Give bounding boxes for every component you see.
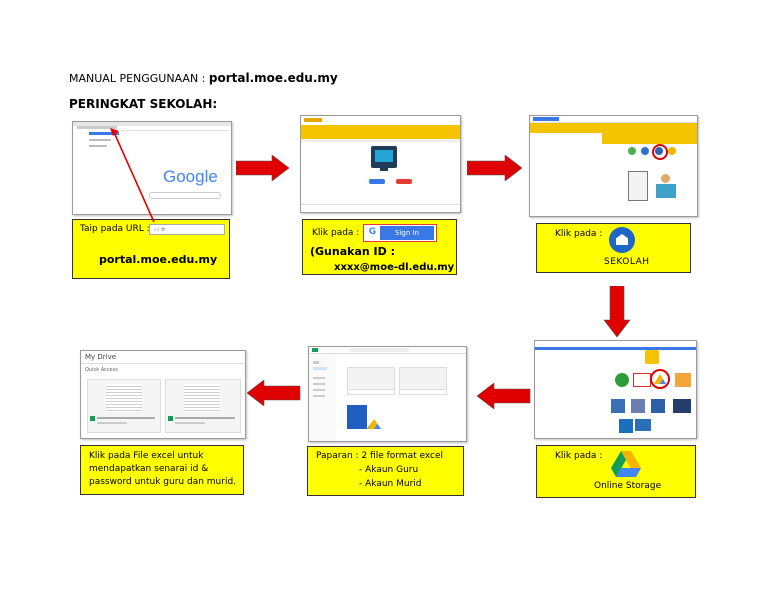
step3-caption-box: Klik pada : SEKOLAH bbox=[536, 223, 691, 273]
step6-caption-line3: password untuk guru dan murid. bbox=[89, 477, 237, 487]
drive-icon-small bbox=[654, 374, 666, 384]
arrow-left-icon bbox=[477, 383, 531, 409]
step2-caption-line2: (Gunakan ID : bbox=[310, 245, 395, 258]
step5-caption-line2: - Akaun Guru bbox=[359, 465, 419, 475]
step2-caption-line3: xxxx@moe-dl.edu.my bbox=[334, 262, 455, 273]
step5-caption-line1: Paparan : 2 file format excel bbox=[316, 451, 444, 461]
step4-caption-label: Klik pada : bbox=[555, 451, 603, 461]
google-g-icon: G bbox=[368, 227, 377, 237]
app-icon-green bbox=[615, 373, 629, 387]
step3-caption-label: Klik pada : bbox=[555, 229, 603, 239]
teacher-card-icon bbox=[628, 171, 648, 201]
nav-arrows-icon: ‹ › ⟳ bbox=[154, 227, 166, 233]
excel-file-card[interactable] bbox=[87, 379, 161, 433]
step3-menu-screenshot bbox=[529, 115, 698, 217]
student-icon bbox=[656, 174, 676, 198]
pointer-line bbox=[110, 128, 155, 223]
google-logo: Google bbox=[163, 167, 218, 186]
step1-caption-url: portal.moe.edu.my bbox=[99, 253, 218, 266]
step1-caption-box: Taip pada URL : ‹ › ⟳ portal.moe.edu.my bbox=[72, 219, 230, 279]
step2-caption-label: Klik pada : bbox=[312, 228, 360, 238]
step2-signin-screenshot bbox=[300, 115, 461, 213]
school-badge-icon bbox=[645, 350, 659, 364]
step6-caption-line2: mendapatkan senarai id & bbox=[89, 464, 209, 474]
google-drive-icon bbox=[611, 451, 641, 477]
step4-caption-box: Klik pada : Online Storage bbox=[536, 445, 696, 498]
step5-caption-line3: - Akaun Murid bbox=[359, 479, 422, 489]
step6-caption-box: Klik pada File excel untuk mendapatkan s… bbox=[80, 445, 244, 495]
signin-button-label: Sign In bbox=[380, 226, 434, 240]
school-icon bbox=[609, 227, 635, 253]
section-heading: PERINGKAT SEKOLAH: bbox=[69, 97, 218, 111]
arrow-left-icon bbox=[247, 380, 301, 406]
gmail-icon bbox=[633, 373, 651, 387]
folder-thumbnail bbox=[347, 405, 367, 429]
step6-caption-line1: Klik pada File excel untuk bbox=[89, 451, 204, 461]
excel-file-card[interactable] bbox=[165, 379, 241, 433]
quick-access-label: Quick Access bbox=[85, 367, 118, 373]
title-prefix: MANUAL PENGGUNAAN : bbox=[69, 72, 209, 85]
arrow-right-icon bbox=[467, 155, 523, 181]
step1-address-bar: ‹ › ⟳ bbox=[149, 224, 225, 235]
title-url: portal.moe.edu.my bbox=[208, 71, 338, 85]
step4-apps-screenshot bbox=[534, 340, 697, 439]
arrow-down-icon bbox=[603, 286, 631, 338]
step2-caption-box: Klik pada : G Sign In (Gunakan ID : xxxx… bbox=[302, 219, 457, 275]
page-title: MANUAL PENGGUNAAN : portal.moe.edu.my bbox=[69, 71, 338, 85]
step1-browser-screenshot: Google bbox=[72, 121, 232, 215]
step5-caption-box: Paparan : 2 file format excel - Akaun Gu… bbox=[307, 446, 464, 496]
step1-caption-label: Taip pada URL : bbox=[80, 224, 150, 234]
mail-icon bbox=[675, 373, 691, 387]
step4-caption-item: Online Storage bbox=[594, 481, 662, 491]
arrow-right-icon bbox=[236, 155, 290, 181]
drive-title: My Drive bbox=[85, 353, 117, 361]
step5-drive-screenshot bbox=[308, 346, 467, 442]
step6-mydrive-screenshot: My Drive Quick Access bbox=[80, 350, 246, 439]
signin-button: G Sign In bbox=[363, 224, 437, 242]
computer-icon bbox=[371, 146, 397, 168]
step3-caption-item: SEKOLAH bbox=[604, 257, 650, 267]
